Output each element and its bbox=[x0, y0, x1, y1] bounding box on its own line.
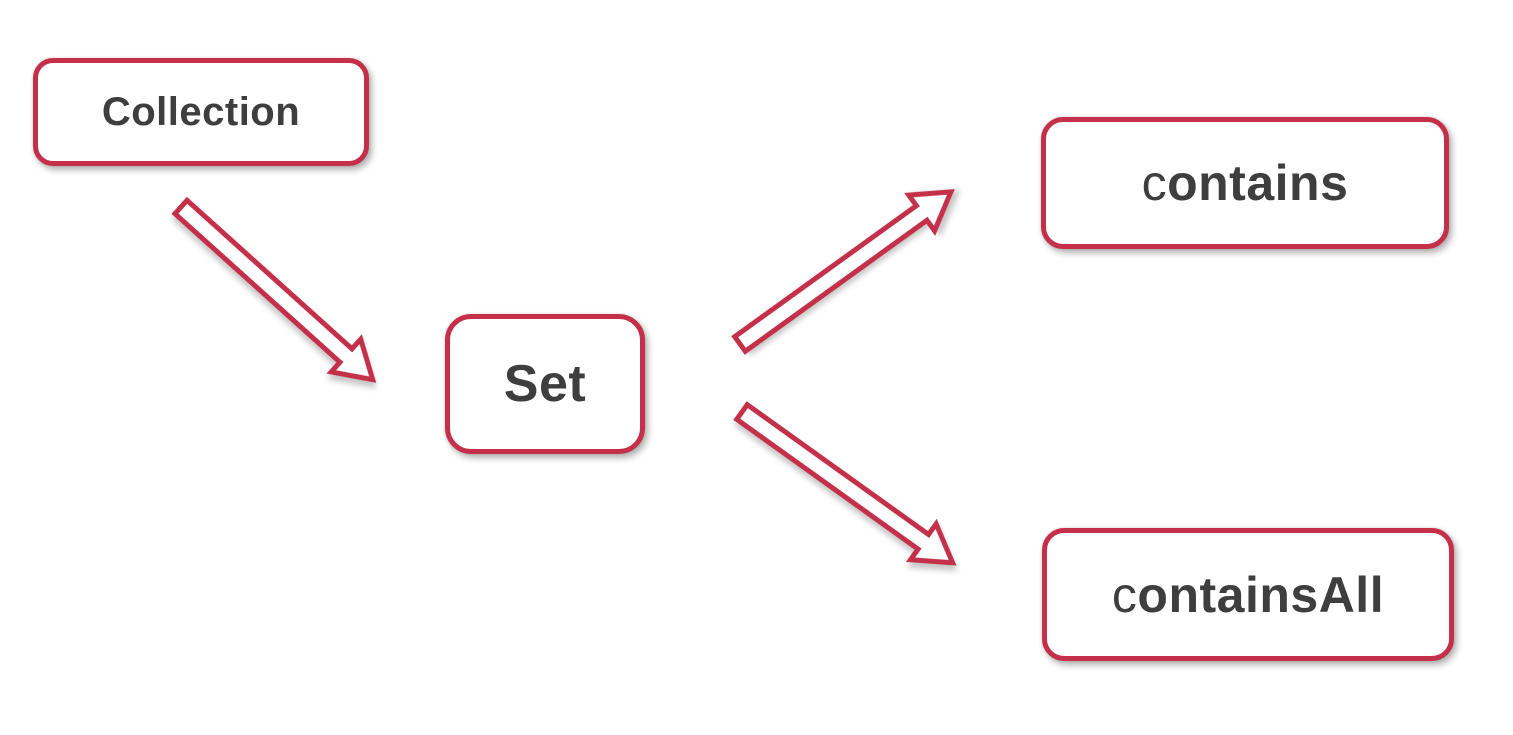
node-contains-label-first: c bbox=[1141, 155, 1168, 211]
node-containsall-label-first: c bbox=[1111, 566, 1138, 623]
node-set: Set bbox=[445, 314, 645, 454]
node-containsall-label-rest: ontainsAll bbox=[1137, 566, 1385, 623]
node-contains-label-rest: ontains bbox=[1167, 155, 1349, 211]
node-collection: Collection bbox=[33, 58, 369, 166]
node-set-label: Set bbox=[503, 355, 587, 413]
node-contains: contains bbox=[1041, 117, 1449, 249]
arrow-collection-to-set-icon bbox=[171, 196, 377, 383]
node-contains-label: contains bbox=[1142, 154, 1349, 212]
node-collection-label: Collection bbox=[101, 89, 301, 134]
node-containsall: containsAll bbox=[1042, 528, 1454, 661]
node-containsall-label: containsAll bbox=[1112, 566, 1384, 624]
arrow-set-to-containsall-icon bbox=[733, 401, 957, 566]
arrow-set-to-contains-icon bbox=[731, 189, 955, 355]
